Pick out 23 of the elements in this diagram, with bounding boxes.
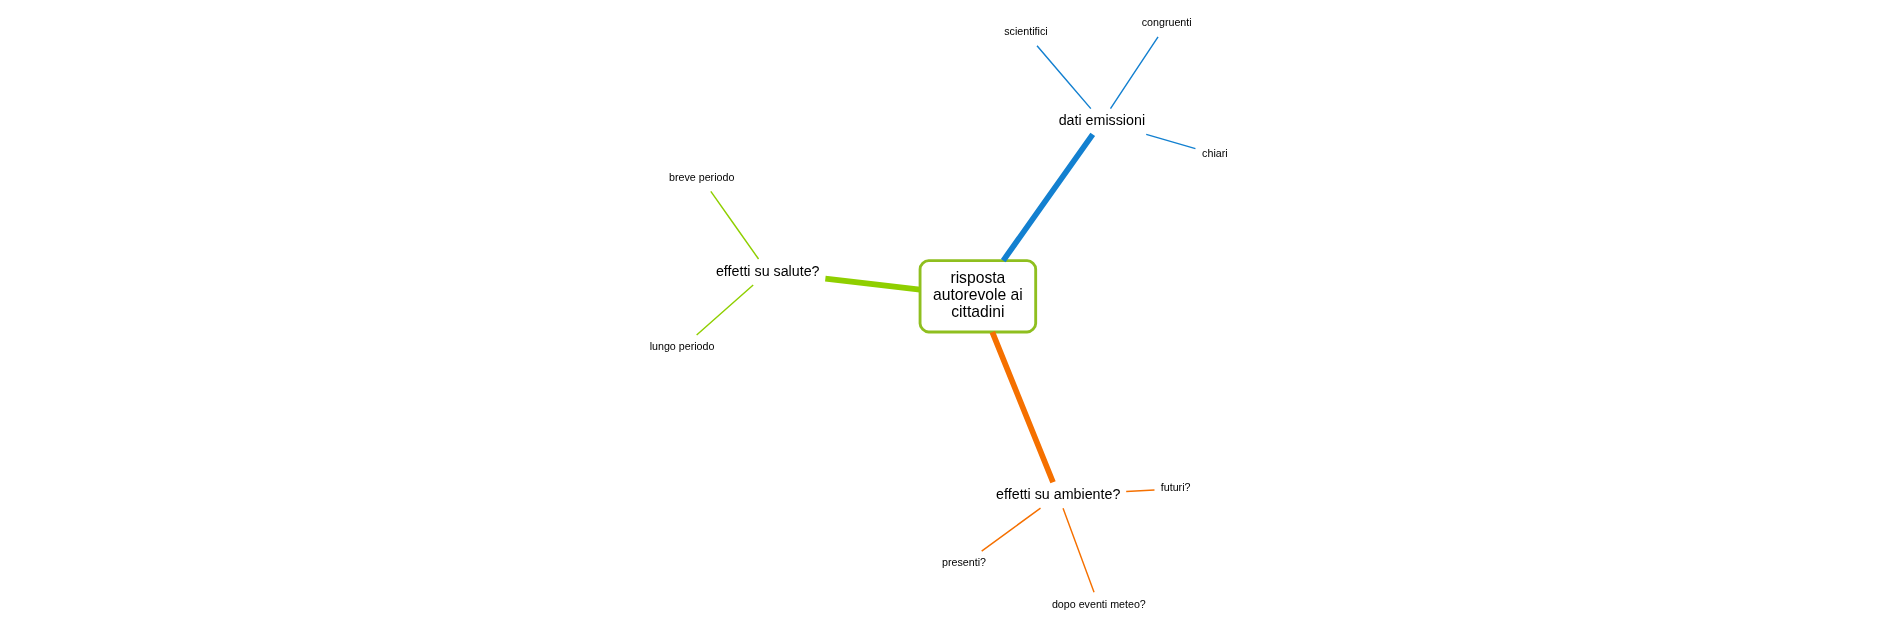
node-text: dati emissioni (1058, 112, 1145, 129)
connector (1035, 45, 1092, 110)
connector (824, 275, 920, 293)
node-box: risposta autorevole ai cittadini (918, 259, 1037, 334)
connector (1124, 489, 1155, 493)
connector (1000, 132, 1095, 263)
connector (695, 284, 754, 336)
node-text: futuri? (1160, 481, 1191, 494)
connector (709, 190, 759, 260)
node-text: congruenti (1141, 16, 1192, 29)
node-text: effetti su ambiente? (995, 485, 1120, 502)
node-text: scientifici (1003, 25, 1048, 38)
connector (980, 507, 1041, 552)
node-text: effetti su salute? (715, 262, 820, 279)
node-text: chiari (1201, 146, 1228, 159)
connector (1145, 133, 1196, 150)
node-text: lungo periodo (649, 340, 714, 353)
node-text: breve periodo (668, 170, 734, 183)
connector (1109, 36, 1159, 110)
node-text: dopo eventi meteo? (1051, 597, 1146, 610)
connector (989, 331, 1056, 484)
connector (1061, 507, 1095, 593)
node-text: presenti? (941, 556, 986, 569)
